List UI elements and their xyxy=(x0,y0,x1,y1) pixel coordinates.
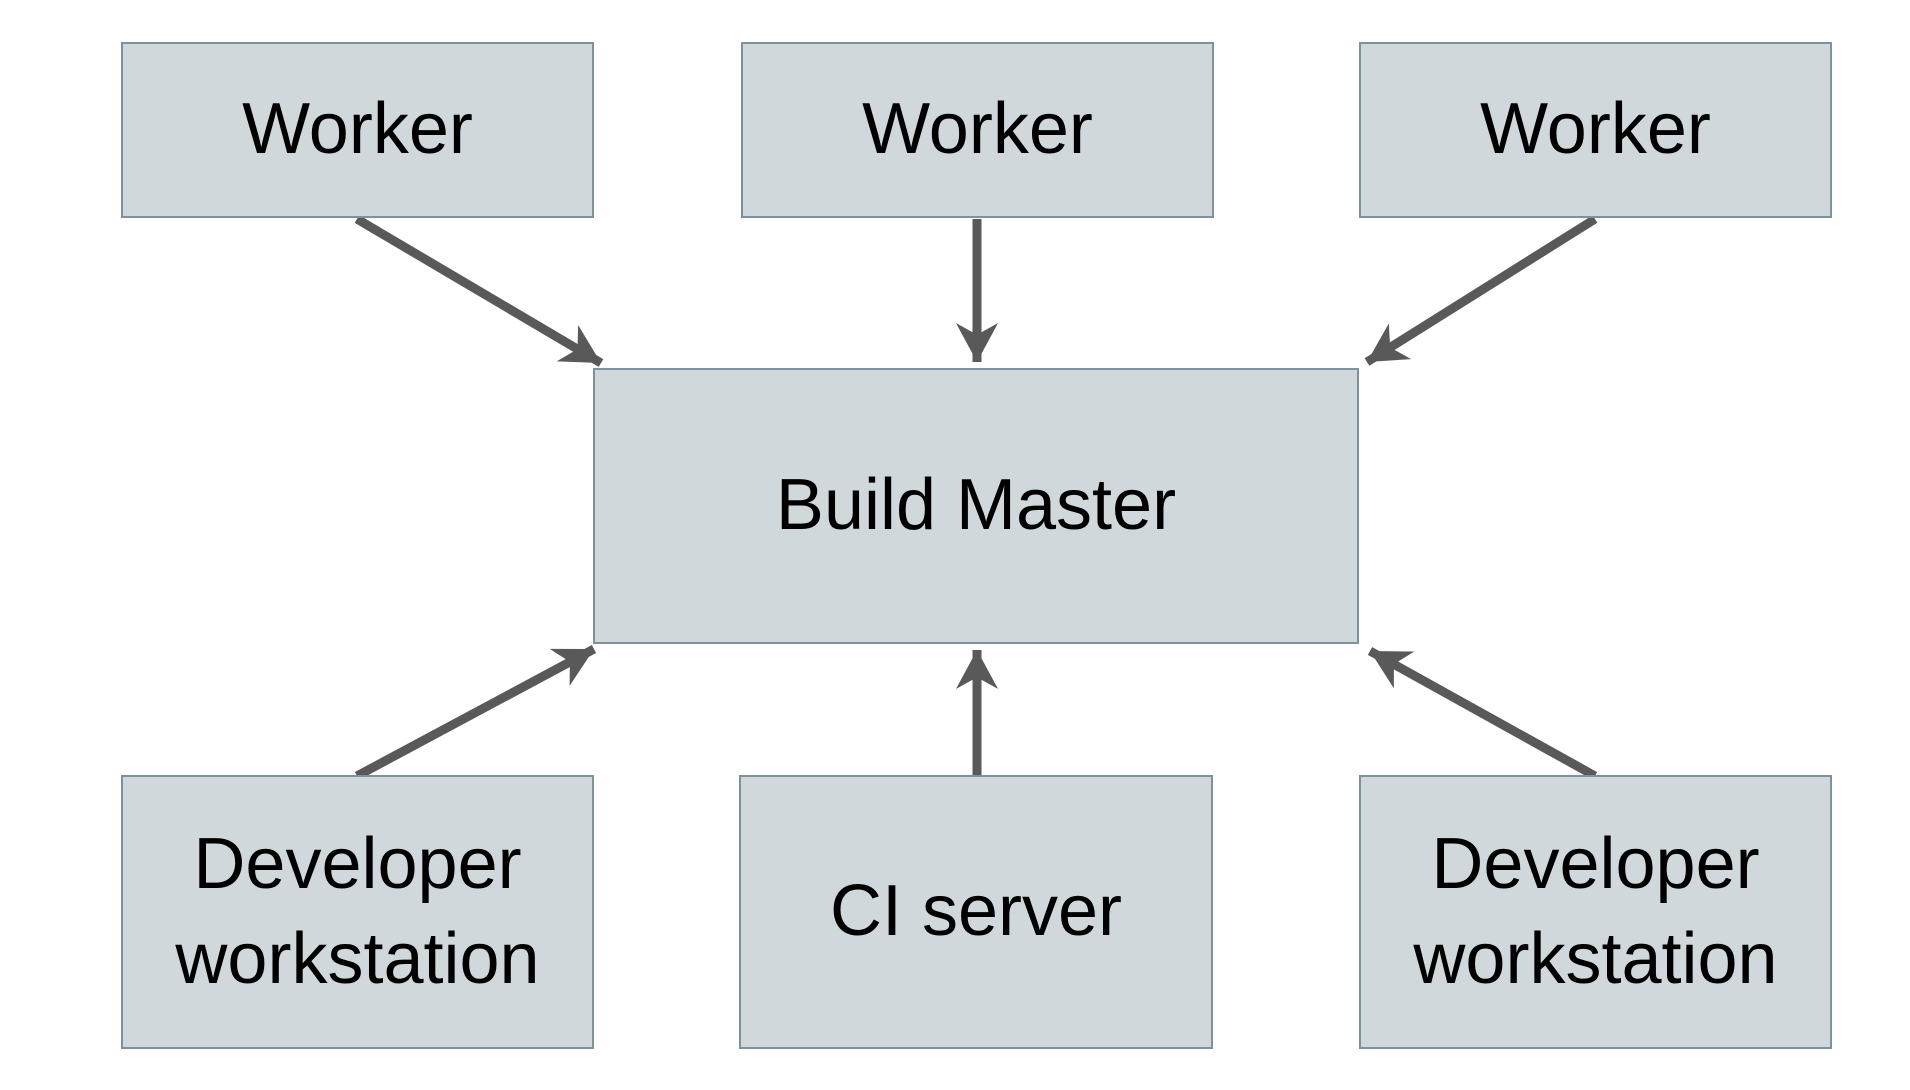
arrow-developer-workstation-left-to-build-master xyxy=(354,645,597,780)
node-ci-server: CI server xyxy=(739,775,1213,1049)
node-label: Developer workstation xyxy=(175,823,540,999)
node-worker-center: Worker xyxy=(741,42,1214,218)
arrow-developer-workstation-right-to-build-master xyxy=(1367,647,1598,780)
arrow-worker-left-to-build-master xyxy=(354,215,604,367)
node-build-master: Build Master xyxy=(593,368,1359,644)
node-worker-right: Worker xyxy=(1359,42,1832,218)
node-developer-workstation-left: Developer workstation xyxy=(121,775,594,1049)
node-label: Developer workstation xyxy=(1413,823,1778,999)
node-label: Build Master xyxy=(775,465,1177,546)
node-label: CI server xyxy=(829,871,1123,952)
node-worker-left: Worker xyxy=(121,42,594,218)
node-label: Worker xyxy=(862,89,1093,170)
node-developer-workstation-right: Developer workstation xyxy=(1359,775,1832,1049)
arrow-worker-right-to-build-master xyxy=(1364,215,1598,366)
node-label: Worker xyxy=(242,89,473,170)
node-label: Worker xyxy=(1480,89,1711,170)
